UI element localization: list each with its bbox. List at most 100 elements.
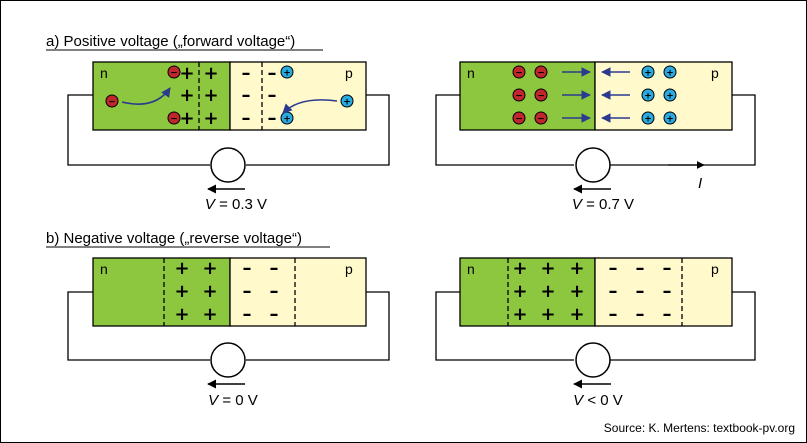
negative-ion: – [663,258,672,279]
p-label: p [345,65,353,81]
source-credit: Source: K. Mertens: textbook-pv.org [604,421,795,435]
positive-ion: + [179,85,194,106]
positive-ion: + [179,63,194,84]
svg-text:−: − [537,115,545,125]
positive-ion: + [203,108,218,129]
p-label: p [711,65,719,81]
positive-ion: + [179,108,194,129]
hole: + [663,88,677,102]
electron: − [105,94,119,108]
svg-text:+: + [283,69,291,79]
positive-ion: + [569,304,584,325]
voltage-source-icon [210,342,246,378]
n-label: n [467,65,475,81]
hole: + [641,65,655,79]
svg-text:−: − [515,115,523,125]
voltage-label: V = 0.3 V [205,196,267,213]
negative-ion: – [243,258,252,279]
negative-ion: – [663,304,672,325]
svg-text:+: + [644,92,652,102]
negative-ion: – [636,304,645,325]
svg-text:−: − [515,69,523,79]
positive-ion: + [569,258,584,279]
p-region [594,257,733,327]
voltage-label: V = 0.7 V [572,196,634,213]
negative-ion: – [268,108,277,129]
svg-text:−: − [108,98,116,108]
electron: − [534,88,548,102]
svg-text:+: + [644,69,652,79]
negative-ion: – [270,281,279,302]
n-label: n [467,261,475,277]
n-label: n [100,65,108,81]
hole: + [340,94,354,108]
svg-text:+: + [644,115,652,125]
svg-text:−: − [170,69,178,79]
voltage-source-icon [575,147,611,183]
hole: + [280,65,294,79]
svg-text:−: − [170,115,178,125]
p-region [229,257,367,327]
negative-ion: – [243,281,252,302]
positive-ion: + [202,304,217,325]
negative-ion: – [663,281,672,302]
electron: − [534,111,548,125]
electron-path-arrow [121,87,171,105]
svg-text:+: + [666,69,674,79]
positive-ion: + [174,281,189,302]
positive-ion: + [203,85,218,106]
positive-ion: + [569,281,584,302]
negative-ion: – [242,85,251,106]
electron: − [167,111,181,125]
negative-ion: – [242,63,251,84]
voltage-label: V = 0 V [208,392,258,409]
positive-ion: + [512,258,527,279]
hole: + [280,111,294,125]
n-label: n [100,261,108,277]
diagram-reverse-0v: n p + + + + + + – – – – – – V = 0 V [67,257,390,409]
positive-ion: + [540,258,555,279]
svg-text:−: − [537,92,545,102]
svg-text:+: + [283,115,291,125]
positive-ion: + [202,281,217,302]
current-label: I [698,175,702,192]
svg-text:+: + [666,92,674,102]
hole: + [641,111,655,125]
hole: + [663,111,677,125]
circuit-wire [67,291,390,361]
electron: − [512,111,526,125]
voltage-source-icon [575,342,611,378]
negative-ion: – [243,304,252,325]
circuit-wire [67,94,390,166]
diagram-forward-0-3v: n p − − − + + + + + + + + + – – – – – – … [67,61,390,213]
negative-ion: – [270,304,279,325]
circuit-wire [435,291,756,361]
voltage-label: V < 0 V [573,392,623,409]
section-a-title: a) Positive voltage („forward voltage“) [46,33,295,50]
positive-ion: + [174,258,189,279]
negative-ion: – [609,258,618,279]
electron: − [512,88,526,102]
p-label: p [345,261,353,277]
positive-ion: + [202,258,217,279]
positive-ion: + [512,281,527,302]
voltage-source-icon [210,147,246,183]
negative-ion: – [636,281,645,302]
svg-text:+: + [666,115,674,125]
diagram-forward-0-7v: I n p − − − − − − + + + + + + V = 0.7 V [435,61,756,213]
positive-ion: + [512,304,527,325]
svg-text:−: − [515,92,523,102]
hole: + [641,88,655,102]
electron: − [512,65,526,79]
hole-path-arrow [282,99,338,114]
p-label: p [711,261,719,277]
negative-ion: – [636,258,645,279]
diagram-reverse-negative: n p + + + + + + + + + – – – – – – – – – … [435,257,756,409]
negative-ion: – [268,85,277,106]
negative-ion: – [270,258,279,279]
positive-ion: + [203,63,218,84]
svg-text:+: + [343,98,351,108]
positive-ion: + [540,281,555,302]
positive-ion: + [540,304,555,325]
